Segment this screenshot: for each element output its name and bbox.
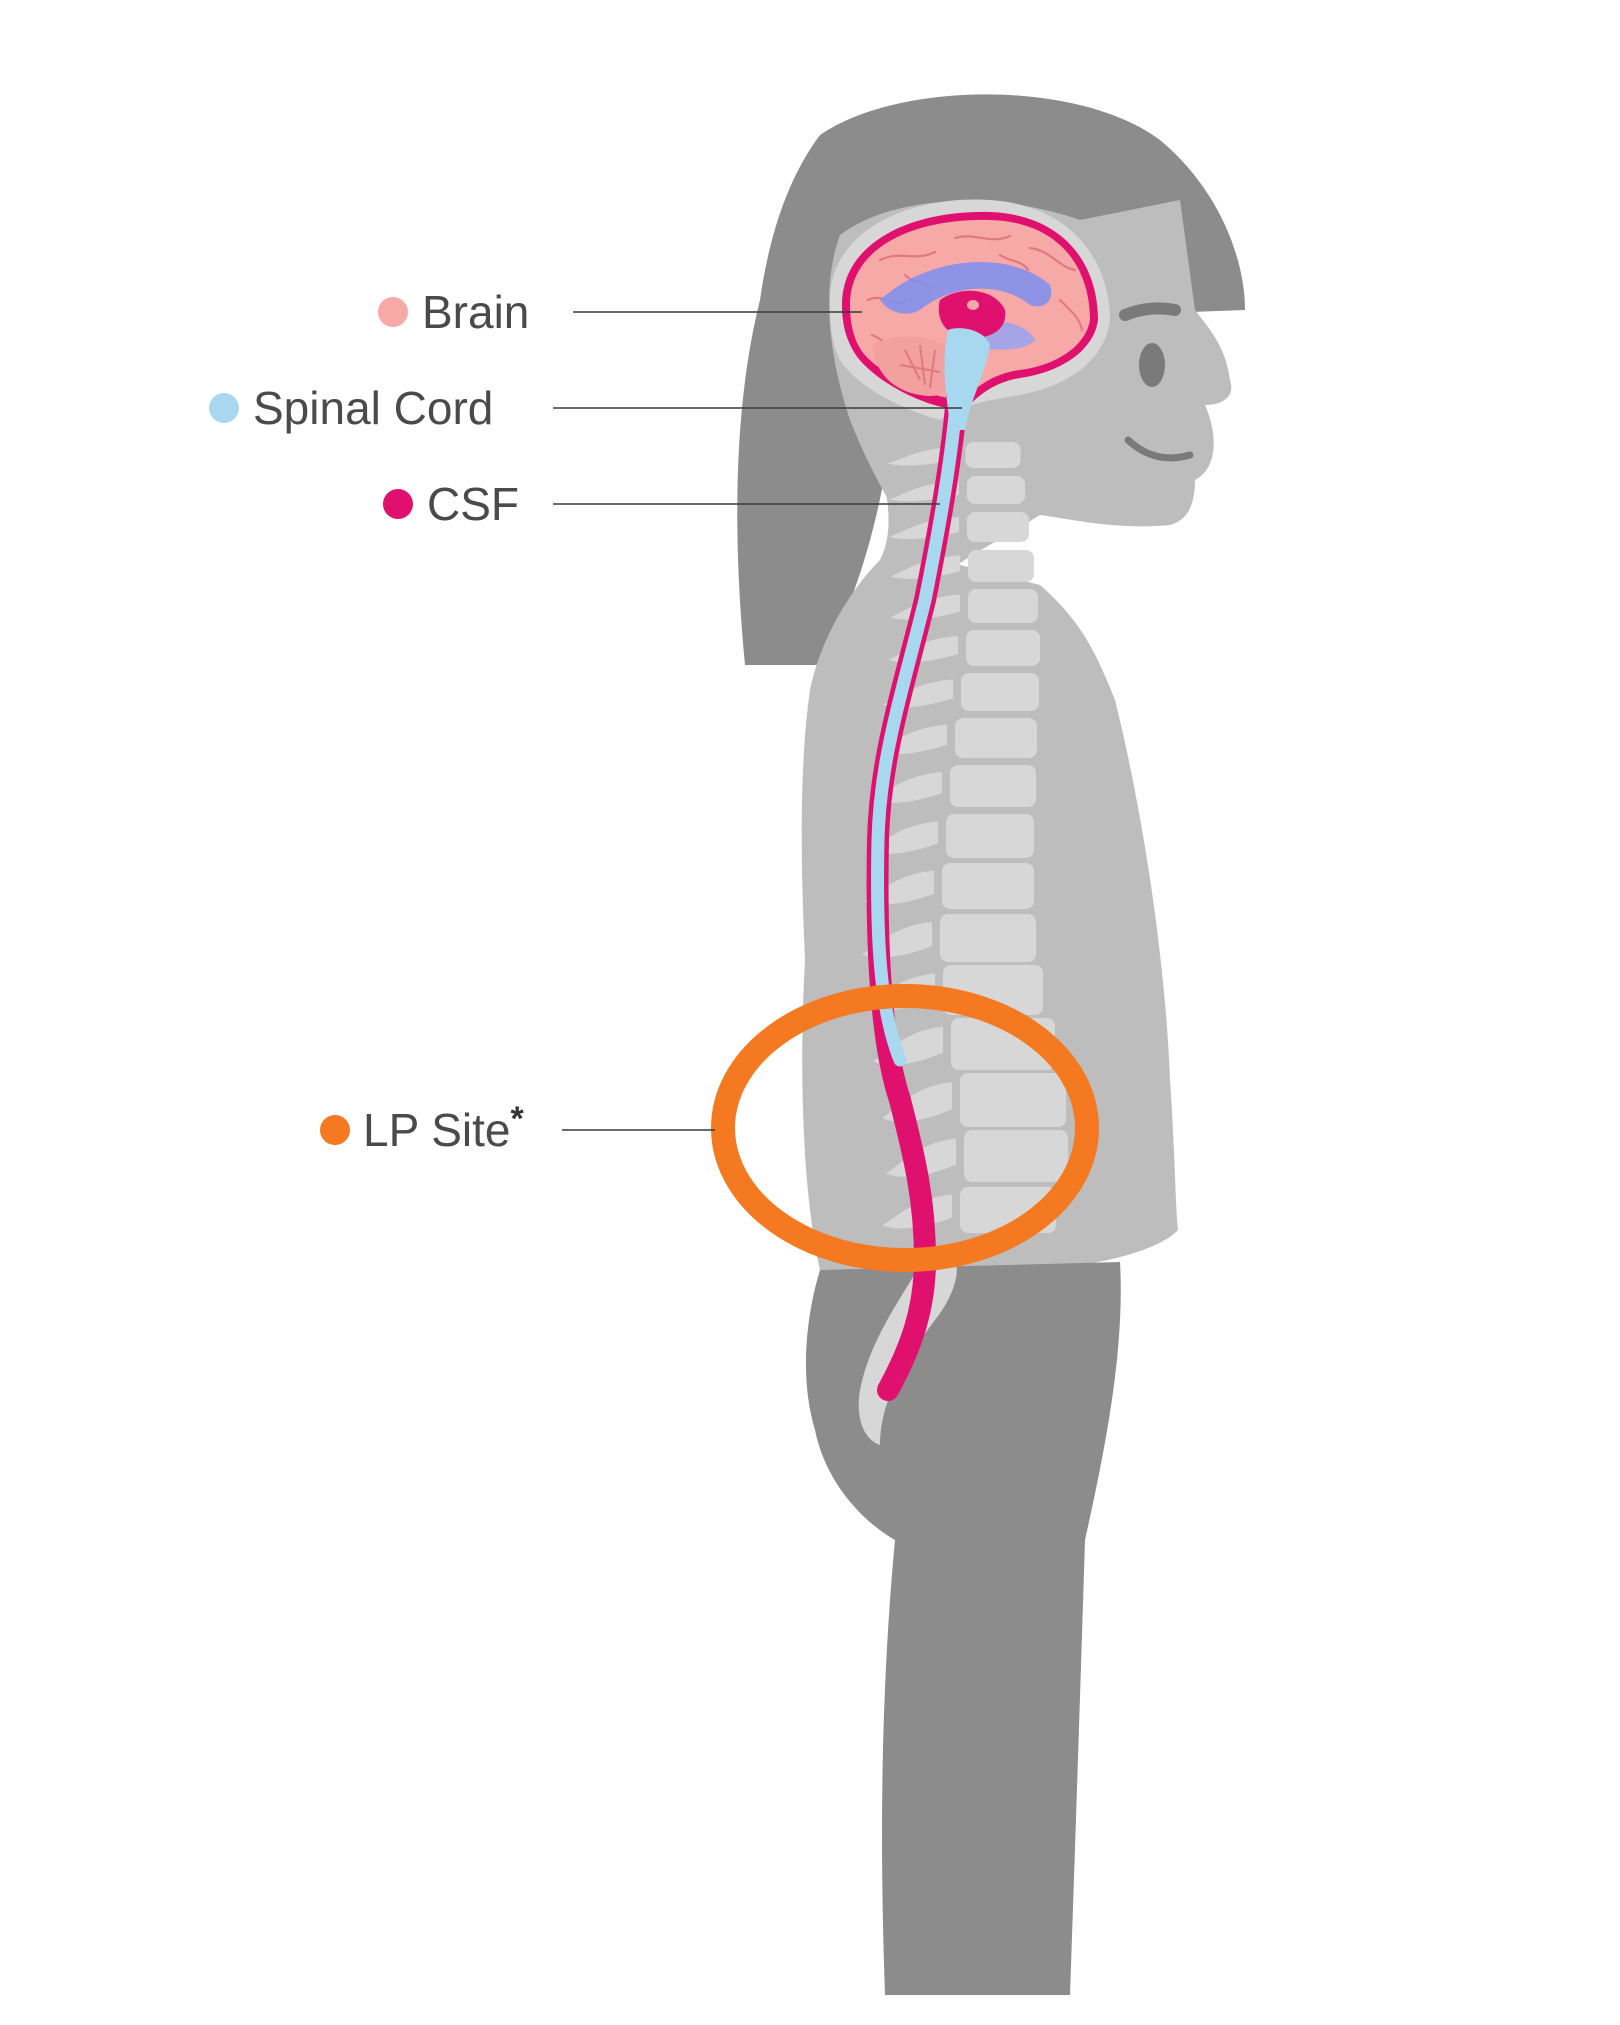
spinal-cord-swatch [209, 393, 239, 423]
vertebra [968, 589, 1038, 623]
vertebra [946, 814, 1034, 858]
csf-label: CSF [427, 478, 519, 530]
csf-swatch [383, 489, 413, 519]
vertebra [961, 673, 1039, 711]
lp-site-ring [711, 984, 1099, 1272]
lp-site-text: LP Site [363, 1104, 510, 1156]
label-brain: Brain [378, 286, 862, 338]
vertebra [964, 1130, 1068, 1182]
label-spinal-cord: Spinal Cord [209, 382, 962, 434]
eye [1139, 343, 1165, 387]
smile [1124, 436, 1194, 462]
eyebrow [1119, 302, 1181, 321]
legend: Brain Spinal Cord CSF LP Site* [209, 286, 962, 1156]
vertebra [942, 863, 1034, 909]
vertebra [950, 765, 1036, 807]
lower-body [805, 1262, 1121, 1995]
spinal-cord-channel [871, 333, 967, 1067]
brain-label: Brain [422, 286, 529, 338]
brain-swatch [378, 297, 408, 327]
lp-site-label: LP Site* [363, 1100, 524, 1156]
label-lp-site: LP Site* [320, 1100, 715, 1156]
vertebra [967, 512, 1029, 542]
spinal-cord-label: Spinal Cord [253, 382, 493, 434]
vertebra [967, 476, 1025, 504]
vertebra [968, 550, 1034, 582]
brain [842, 211, 1098, 410]
vertebra [965, 442, 1021, 468]
vertebra [960, 1073, 1066, 1127]
vertebra [940, 914, 1036, 962]
vertebra [955, 718, 1037, 758]
lp-site-asterisk: * [510, 1100, 524, 1138]
vertebra [966, 630, 1040, 666]
label-csf: CSF [383, 478, 940, 530]
lp-site-swatch [320, 1115, 350, 1145]
